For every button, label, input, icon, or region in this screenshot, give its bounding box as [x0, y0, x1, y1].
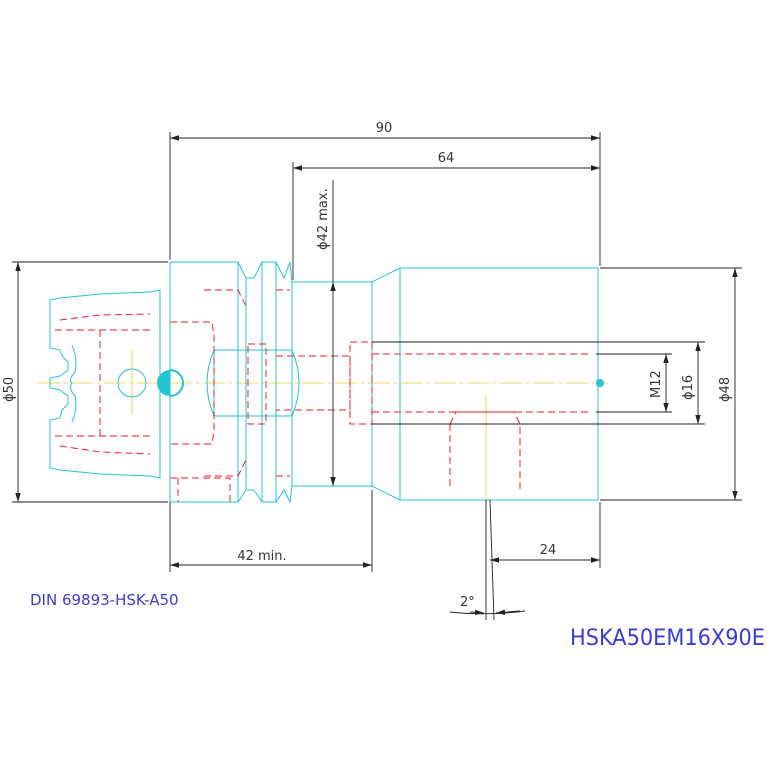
dimension-lines: [12, 132, 742, 621]
dim-body-diameter: ϕ48: [718, 377, 733, 402]
part-code: HSKA50EM16X90E: [570, 626, 765, 651]
tool-holder-outline: [49, 261, 604, 504]
dim-neck-diameter: ϕ42 max.: [316, 188, 331, 250]
dim-bore-diameter: ϕ16: [681, 375, 696, 400]
dim-total-length: 90: [376, 121, 393, 136]
dim-min-length: 42 min.: [237, 549, 286, 564]
dim-screw-position: 24: [540, 543, 557, 558]
dim-body-length: 64: [438, 151, 455, 166]
standard-label: DIN 69893-HSK-A50: [30, 591, 179, 609]
dim-thread: M12: [649, 370, 664, 398]
dim-flange-diameter: ϕ50: [2, 377, 17, 402]
dimension-labels: 90 64 ϕ42 max. ϕ50 M12 ϕ16 ϕ48 42 min. 2…: [2, 121, 733, 610]
dim-angle: 2°: [460, 595, 475, 610]
